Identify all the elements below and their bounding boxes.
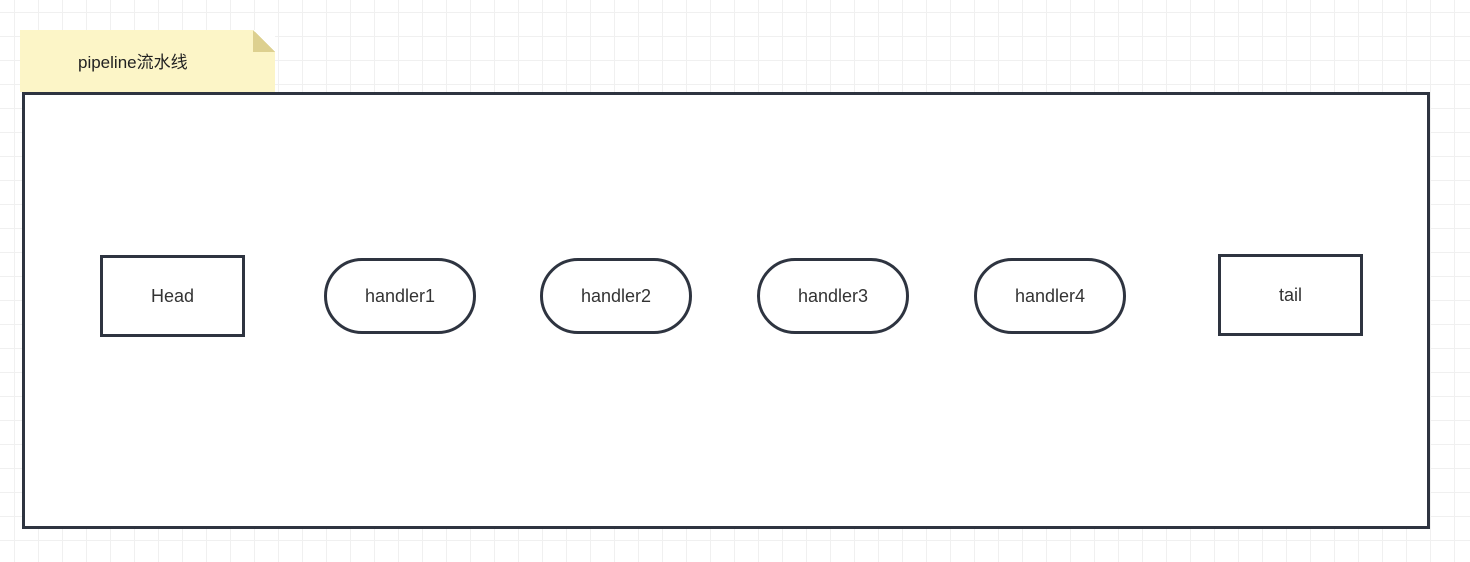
node-label: tail <box>1278 284 1302 305</box>
node-label: handler2 <box>580 285 652 306</box>
node-tail[interactable]: tail <box>1218 254 1363 336</box>
pipeline-container[interactable] <box>22 92 1430 529</box>
node-handler1[interactable]: handler1 <box>324 258 476 334</box>
node-label: Head <box>150 285 195 306</box>
node-head[interactable]: Head <box>100 255 245 337</box>
node-handler3[interactable]: handler3 <box>757 258 909 334</box>
node-label: handler1 <box>364 285 436 306</box>
sticky-note[interactable]: pipeline流水线 <box>20 30 275 92</box>
node-label: handler4 <box>1014 285 1086 306</box>
node-handler4[interactable]: handler4 <box>974 258 1126 334</box>
node-label: handler3 <box>797 285 869 306</box>
sticky-note-label: pipeline流水线 <box>78 53 188 72</box>
sticky-note-fold-icon <box>253 30 275 52</box>
node-handler2[interactable]: handler2 <box>540 258 692 334</box>
